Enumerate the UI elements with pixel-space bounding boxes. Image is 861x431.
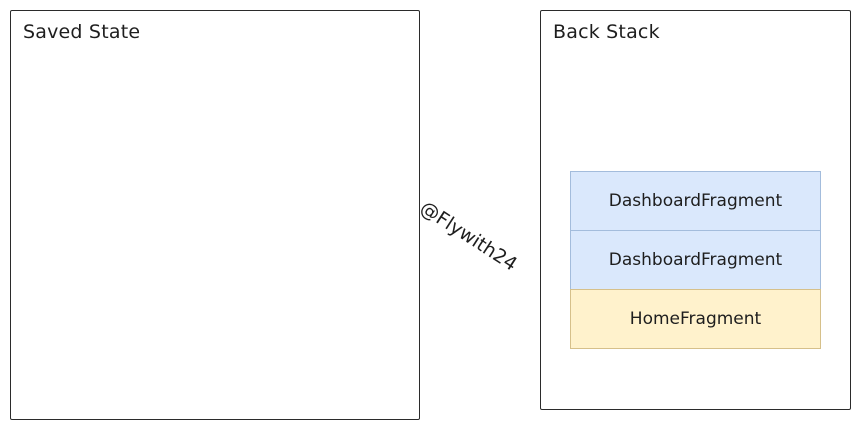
stack-item-home-fragment: HomeFragment	[570, 289, 821, 349]
saved-state-panel: Saved State	[10, 10, 420, 420]
back-stack-title: Back Stack	[553, 21, 660, 43]
stack-item-dashboard-fragment-top: DashboardFragment	[570, 171, 821, 231]
watermark-text: @Flywith24	[416, 196, 522, 276]
stack-item-dashboard-fragment: DashboardFragment	[570, 230, 821, 290]
saved-state-title: Saved State	[23, 21, 141, 43]
back-stack-list: DashboardFragment DashboardFragment Home…	[570, 171, 821, 349]
back-stack-panel: Back Stack DashboardFragment DashboardFr…	[540, 10, 851, 410]
